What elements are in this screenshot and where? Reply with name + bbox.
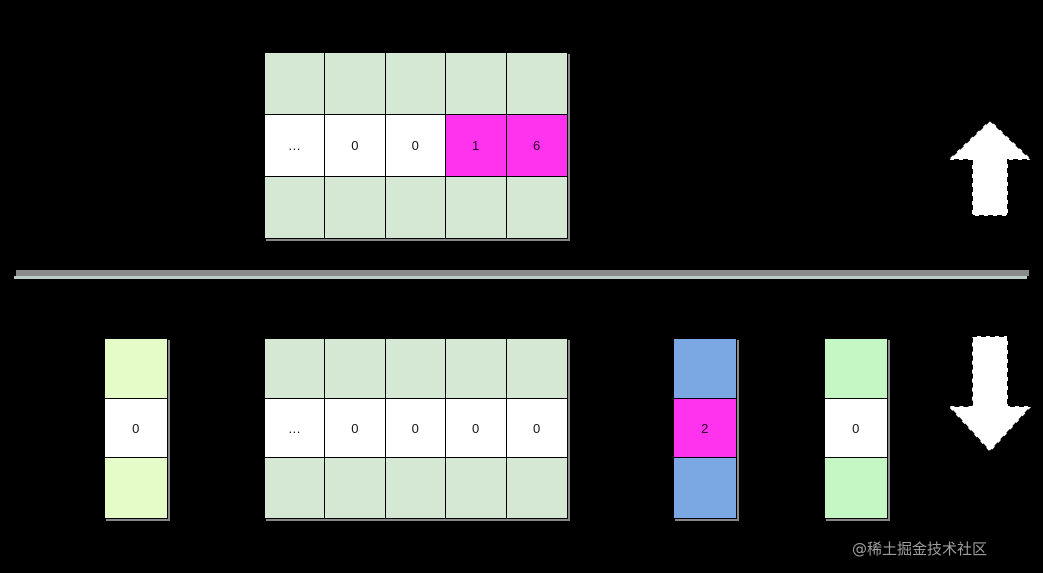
blue-col-cell	[674, 339, 736, 399]
top-grid-cell: ...	[265, 115, 326, 177]
left-col-row: 0	[105, 398, 167, 459]
bottom-grid-cell	[265, 339, 326, 399]
bottom-grid-cell	[446, 458, 507, 519]
top-grid-row	[265, 177, 568, 238]
blue-col-row	[674, 339, 736, 399]
green-col-cell	[825, 458, 887, 519]
top-grid-row	[265, 53, 568, 115]
bottom-blue-column: 2	[673, 338, 737, 519]
left-col-cell: 0	[105, 398, 167, 459]
section-divider	[14, 270, 1029, 279]
green-col-cell	[825, 339, 887, 399]
green-col-cell: 0	[825, 398, 887, 459]
top-grid-cell	[325, 53, 386, 115]
arrow-down-icon	[944, 334, 1036, 456]
blue-col-cell: 2	[674, 398, 736, 459]
bottom-grid-cell: ...	[265, 398, 326, 459]
top-grid-cell: 6	[506, 115, 568, 177]
bottom-green-column: 0	[824, 338, 888, 519]
bottom-grid-cell	[385, 458, 447, 519]
divider-shadow	[16, 270, 1029, 276]
bottom-grid-cell: 0	[446, 398, 507, 459]
blue-col-row	[674, 458, 736, 519]
top-grid-cell	[385, 177, 447, 238]
blue-col-row: 2	[674, 398, 736, 459]
top-grid-cell	[325, 177, 386, 238]
bottom-left-column: 0	[104, 338, 168, 519]
top-grid-cell	[506, 177, 568, 238]
bottom-grid-cell	[265, 458, 326, 519]
left-col-cell	[105, 339, 167, 399]
top-grid-cell	[506, 53, 568, 115]
top-grid-cell	[446, 53, 507, 115]
left-col-cell	[105, 458, 167, 519]
green-col-row	[825, 458, 887, 519]
top-grid-cell: 1	[446, 115, 507, 177]
bottom-grid-cell	[506, 339, 568, 399]
green-col-row	[825, 339, 887, 399]
top-grid-cell: 0	[325, 115, 386, 177]
watermark-label: @稀土掘金技术社区	[852, 540, 988, 558]
top-grid-cell	[265, 53, 326, 115]
bottom-grid-cell: 0	[385, 398, 447, 459]
bottom-grid-row	[265, 458, 568, 519]
top-grid-cell	[265, 177, 326, 238]
left-col-row	[105, 458, 167, 519]
bottom-grid-cell	[325, 339, 386, 399]
bottom-grid-cell	[325, 458, 386, 519]
bottom-grid-cell: 0	[325, 398, 386, 459]
arrow-up-icon	[944, 116, 1036, 220]
bottom-grid-cell	[385, 339, 447, 399]
bottom-grid-cell	[446, 339, 507, 399]
bottom-grid-row	[265, 339, 568, 399]
top-grid-cell: 0	[385, 115, 447, 177]
top-grid-cell	[446, 177, 507, 238]
bottom-grid-cell	[506, 458, 568, 519]
green-col-row: 0	[825, 398, 887, 459]
divider-line	[14, 276, 1027, 279]
bottom-grid-cell: 0	[506, 398, 568, 459]
top-grid-cell	[385, 53, 447, 115]
blue-col-cell	[674, 458, 736, 519]
left-col-row	[105, 339, 167, 399]
